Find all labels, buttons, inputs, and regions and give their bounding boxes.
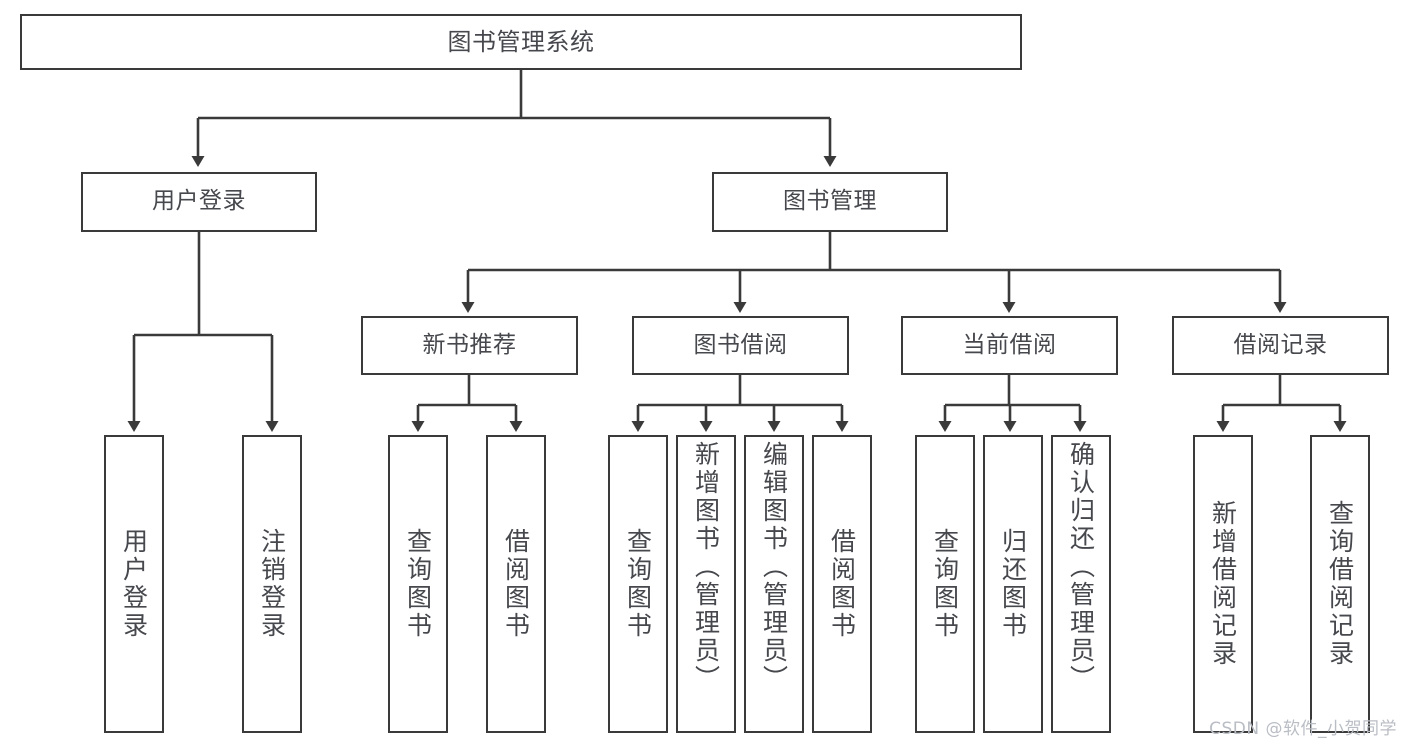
node-label: 图书管理 [783, 188, 877, 215]
leaf-edit-book-admin[interactable]: 编辑图书（管理员） [744, 435, 804, 733]
node-label: 归还图书 [998, 528, 1028, 640]
leaf-add-book-admin[interactable]: 新增图书（管理员） [676, 435, 736, 733]
leaf-logout-login[interactable]: 注销登录 [242, 435, 302, 733]
leaf-query-book-borrow[interactable]: 查询图书 [608, 435, 668, 733]
node-label: 查询图书 [403, 528, 433, 640]
node-label: 当前借阅 [962, 331, 1057, 358]
node-label: 新增借阅记录 [1208, 500, 1238, 668]
node-label: 查询图书 [930, 528, 960, 640]
node-label: 用户登录 [119, 528, 149, 640]
node-label: 编辑图书（管理员） [759, 441, 789, 693]
leaf-query-book-current[interactable]: 查询图书 [915, 435, 975, 733]
node-new-book-recommendation[interactable]: 新书推荐 [361, 316, 578, 375]
node-book-borrowing[interactable]: 图书借阅 [632, 316, 849, 375]
node-label: 注销登录 [257, 528, 287, 640]
node-borrowing-record[interactable]: 借阅记录 [1172, 316, 1389, 375]
leaf-return-book[interactable]: 归还图书 [983, 435, 1043, 733]
leaf-query-book-new-rec[interactable]: 查询图书 [388, 435, 448, 733]
node-label: 查询图书 [623, 528, 653, 640]
node-label: 借阅图书 [501, 528, 531, 640]
node-label: 确认归还（管理员） [1066, 441, 1096, 693]
node-label: 用户登录 [152, 188, 246, 215]
node-label: 借阅记录 [1233, 331, 1328, 358]
leaf-confirm-return-admin[interactable]: 确认归还（管理员） [1051, 435, 1111, 733]
leaf-user-login[interactable]: 用户登录 [104, 435, 164, 733]
node-label: 借阅图书 [827, 528, 857, 640]
node-label: 图书借阅 [693, 331, 788, 358]
leaf-add-borrow-record[interactable]: 新增借阅记录 [1193, 435, 1253, 733]
csdn-watermark: CSDN @软件_小贺同学 [1209, 719, 1397, 739]
node-label: 图书管理系统 [447, 27, 595, 56]
node-current-borrowing[interactable]: 当前借阅 [901, 316, 1118, 375]
node-label: 查询借阅记录 [1325, 500, 1355, 668]
leaf-borrow-book-new-rec[interactable]: 借阅图书 [486, 435, 546, 733]
node-book-management[interactable]: 图书管理 [712, 172, 948, 232]
node-root-book-management-system[interactable]: 图书管理系统 [20, 14, 1022, 70]
node-label: 新书推荐 [422, 331, 517, 358]
node-label: 新增图书（管理员） [691, 441, 721, 693]
leaf-query-borrow-record[interactable]: 查询借阅记录 [1310, 435, 1370, 733]
leaf-borrow-book[interactable]: 借阅图书 [812, 435, 872, 733]
node-user-login[interactable]: 用户登录 [81, 172, 317, 232]
